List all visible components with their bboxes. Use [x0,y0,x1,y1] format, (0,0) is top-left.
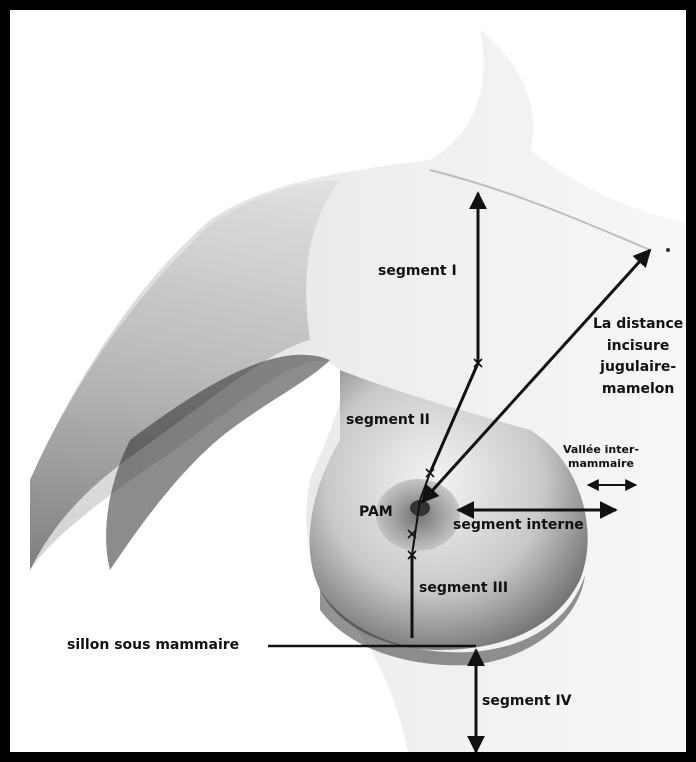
distance-label-line-2: incisure [593,336,683,358]
segment-internal-label: segment interne [453,517,584,535]
pam-label: PAM [359,504,393,522]
valley-label-line-1: Vallée inter- [563,443,639,457]
segment-3-label: segment III [419,580,508,598]
distance-label-line-1: La distance [593,314,683,336]
distance-label-line-3: jugulaire- [593,357,683,379]
valley-label: Vallée inter- mammaire [563,443,639,471]
jugular-notch-dot [666,248,670,252]
segment-1-label: segment I [378,263,457,281]
drawing-stage: segment I segment II segment III segment… [10,10,696,762]
segment-2-label: segment II [346,412,430,430]
valley-label-line-2: mammaire [563,457,639,471]
segment-4-label: segment IV [482,693,572,711]
distance-label: La distance incisure jugulaire- mamelon [593,314,683,401]
inframammary-fold-label: sillon sous mammaire [67,637,239,655]
distance-label-line-4: mamelon [593,379,683,401]
